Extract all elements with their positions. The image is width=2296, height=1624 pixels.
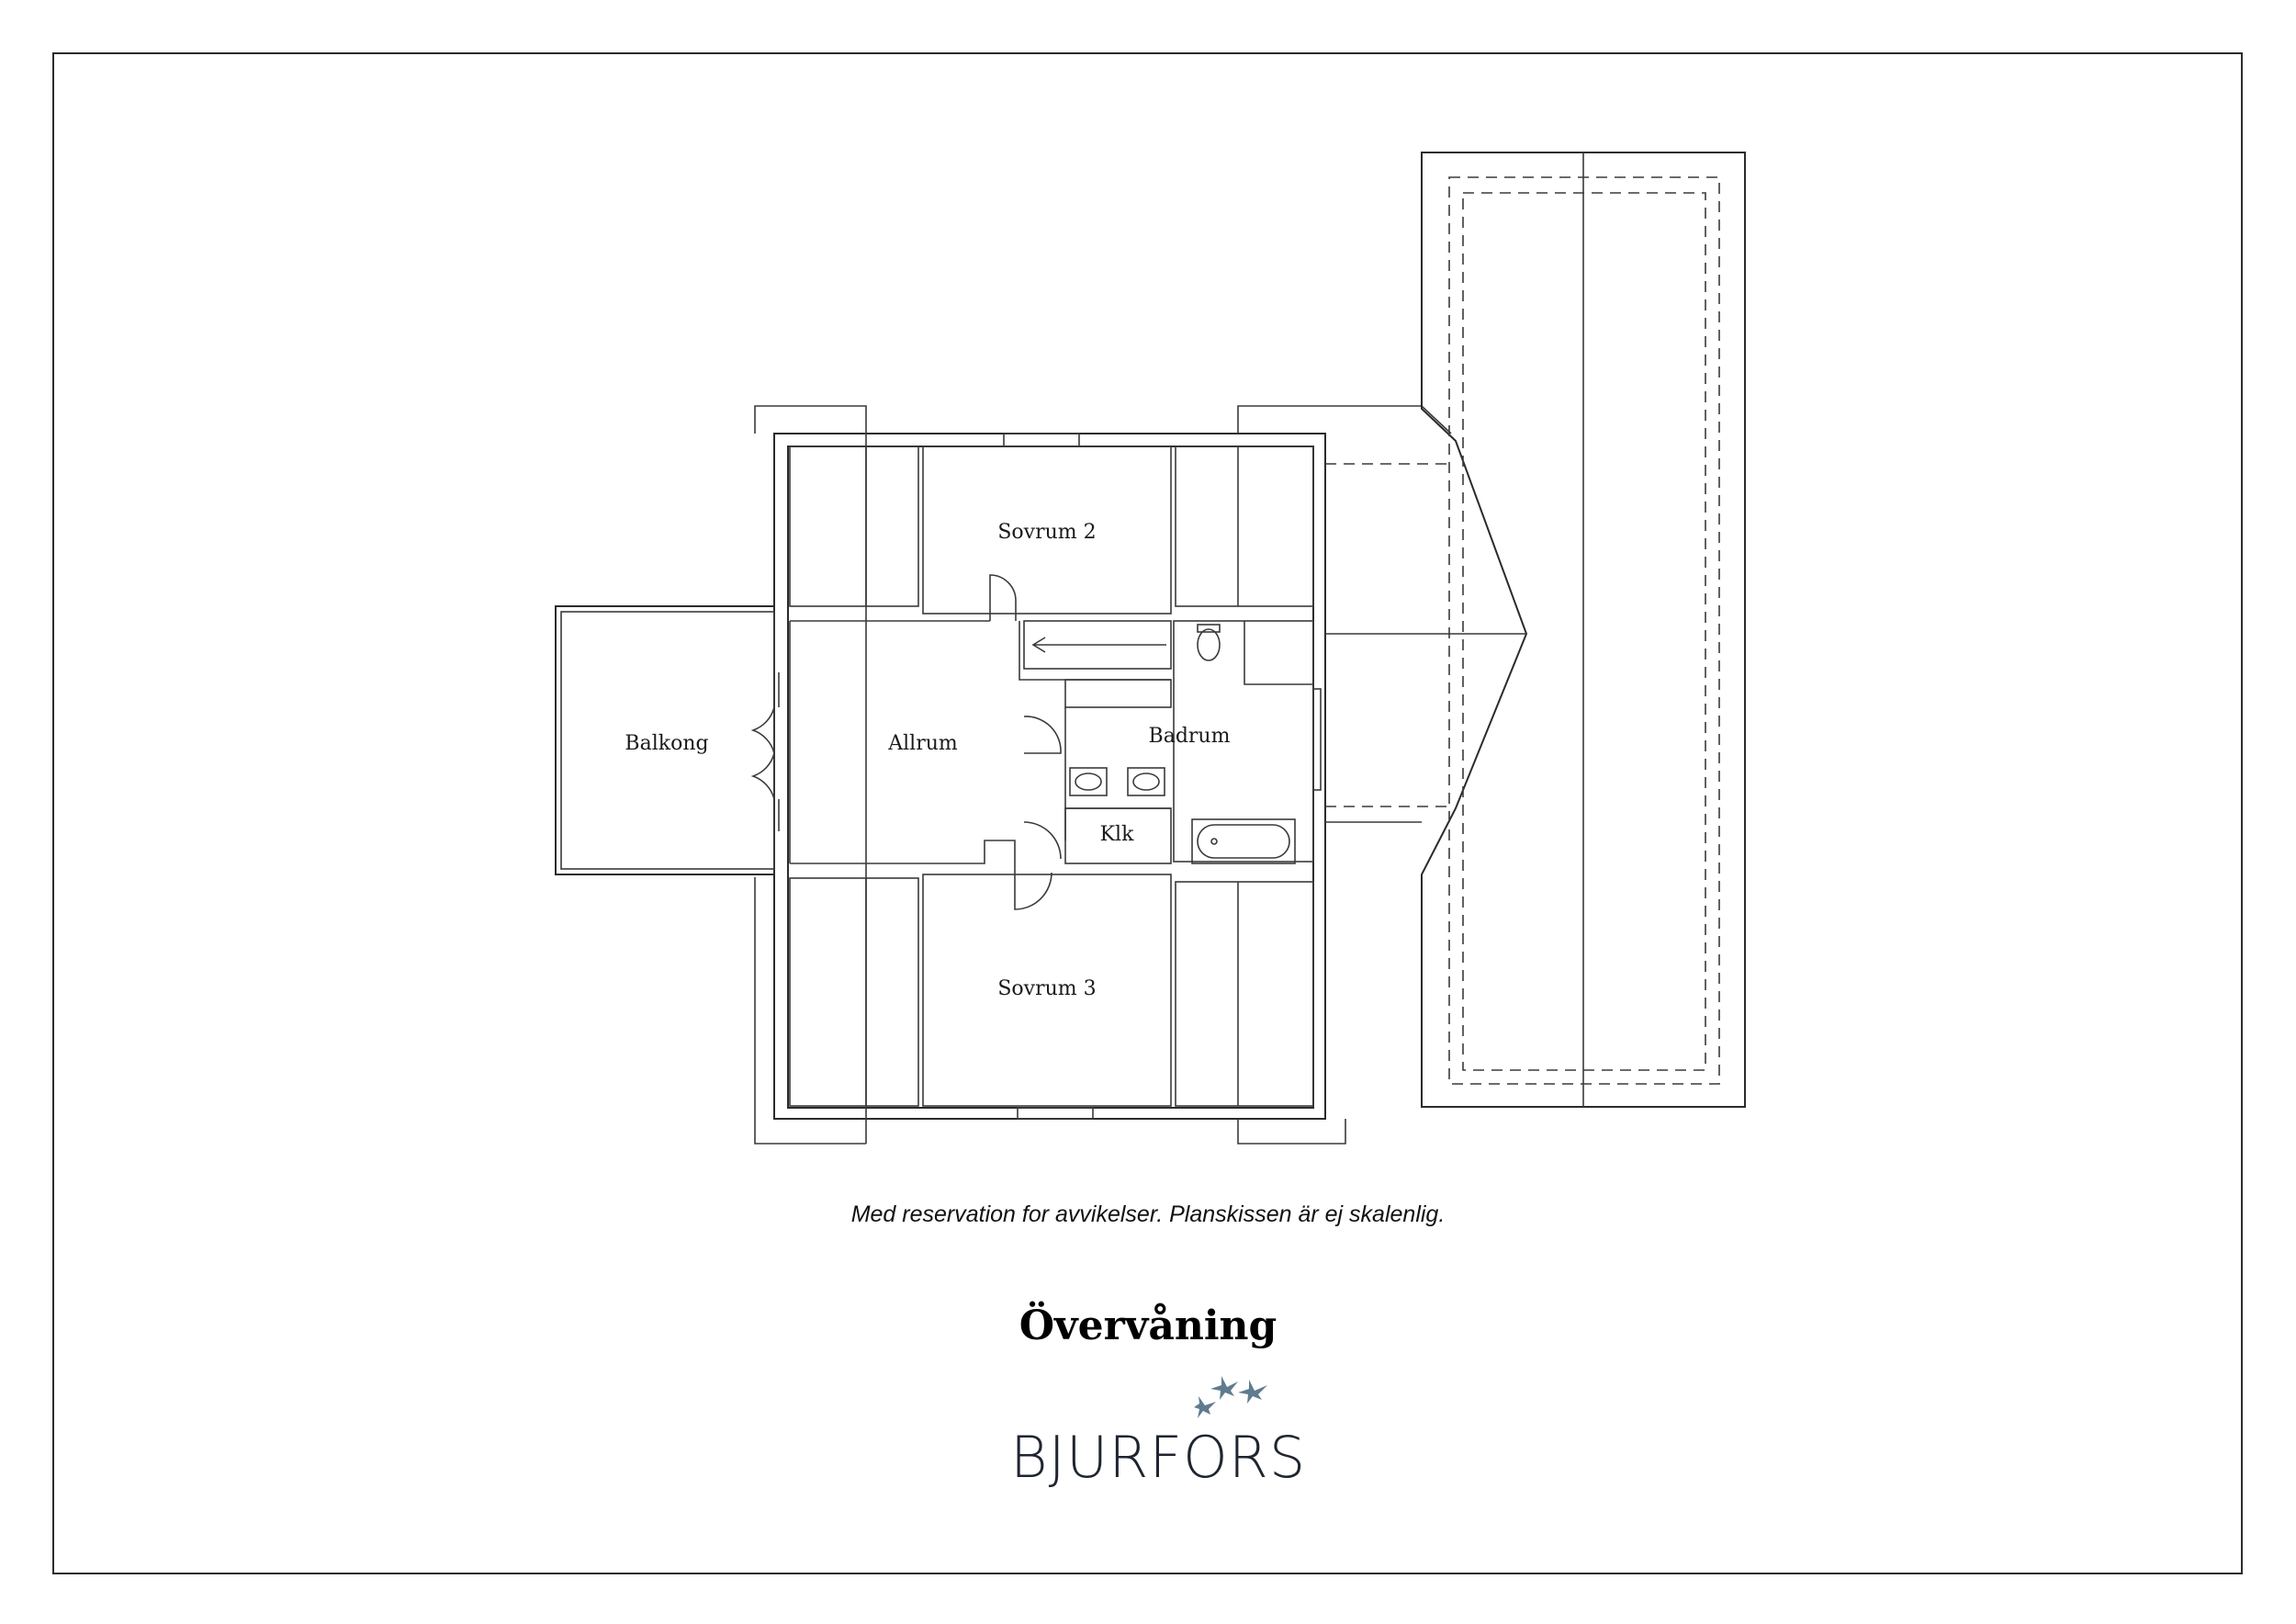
birds-icon [1194, 1376, 1267, 1418]
label-allrum: Allrum [887, 732, 958, 755]
label-sovrum-2: Sovrum 2 [997, 521, 1096, 544]
label-klk: Klk [1100, 823, 1134, 846]
brand-logo: BJURFORS [1010, 1369, 1307, 1497]
room-klk [1064, 807, 1172, 864]
brand-name: BJURFORS [1010, 1424, 1307, 1491]
label-sovrum-3: Sovrum 3 [997, 977, 1096, 1000]
label-balkong: Balkong [625, 732, 708, 755]
floor-title: Övervåning [1019, 1303, 1277, 1349]
doors [750, 574, 1062, 910]
storage-spaces [789, 445, 1314, 1107]
balcony [555, 605, 775, 875]
house-outline [754, 405, 1452, 1145]
page-frame [52, 52, 2243, 1574]
roof-section [1325, 152, 1746, 1108]
label-badrum: Badrum [1149, 725, 1231, 748]
room-badrum [1064, 620, 1322, 864]
room-sovrum-3 [922, 874, 1172, 1107]
room-sovrum-2 [922, 445, 1172, 615]
disclaimer-text: Med reservation for avvikelser. Planskis… [850, 1201, 1446, 1227]
